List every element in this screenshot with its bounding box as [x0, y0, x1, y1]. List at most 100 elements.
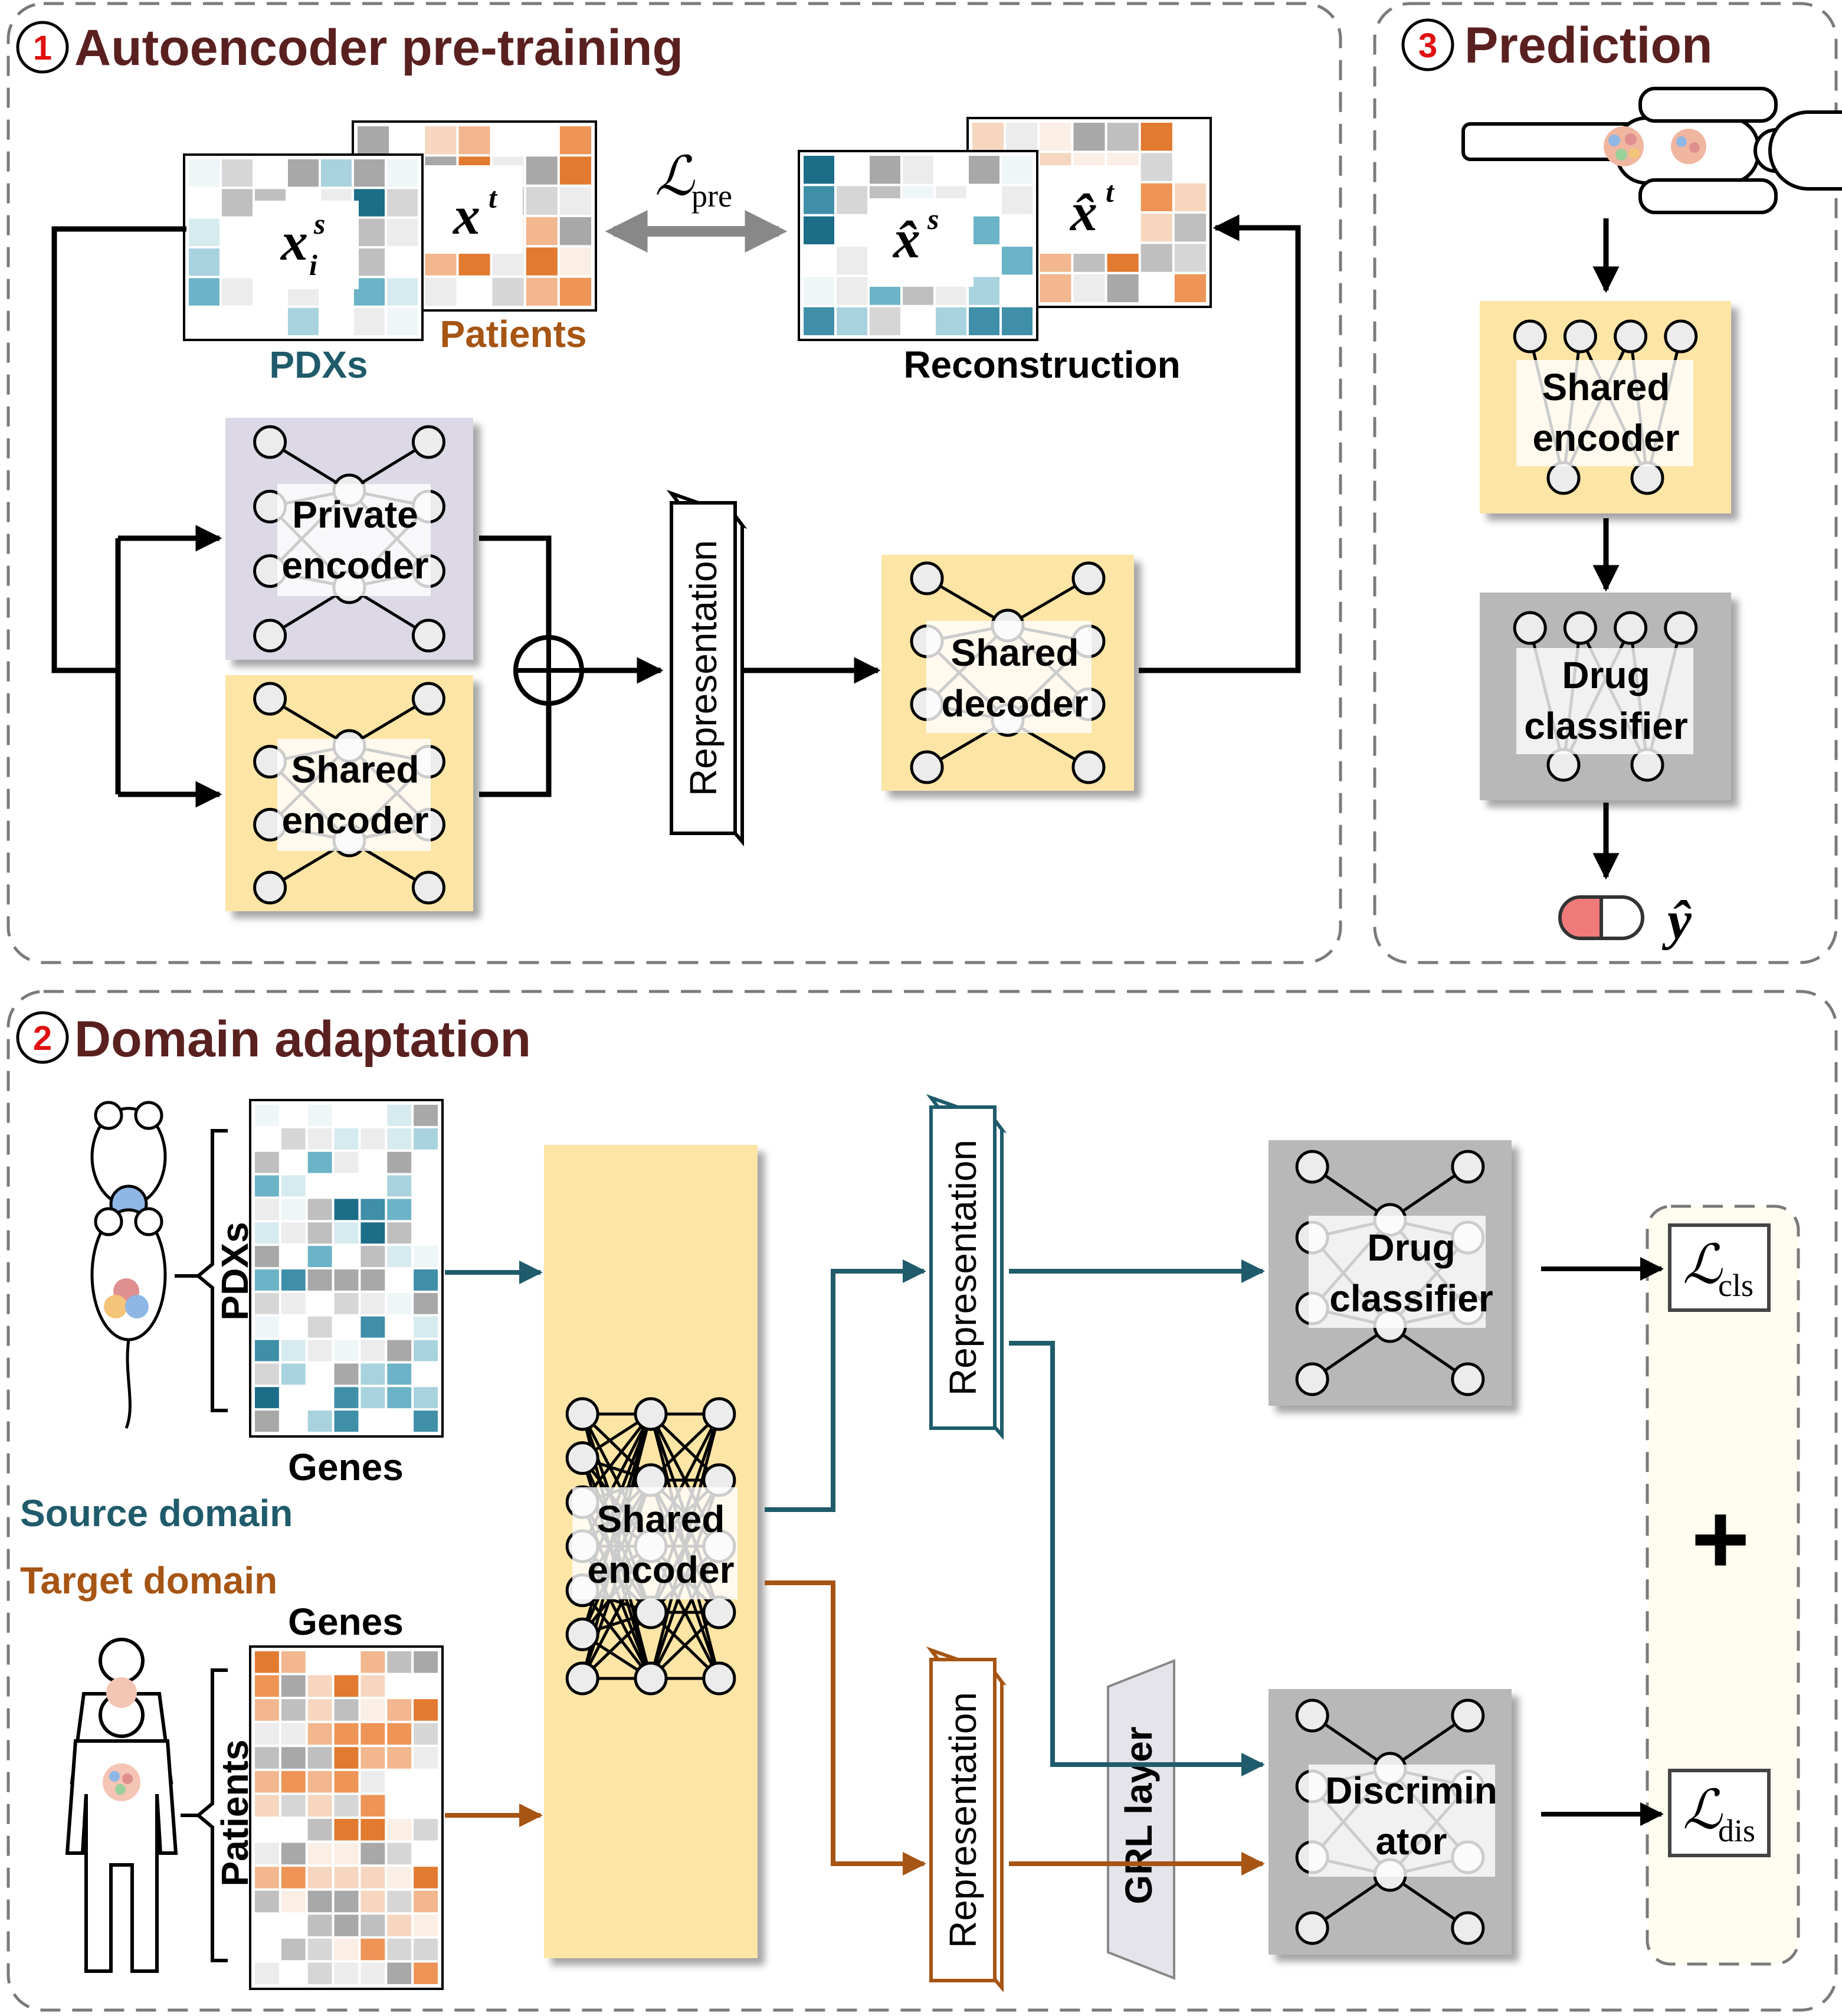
box-label-line2: classifier	[1524, 705, 1688, 747]
matrix-cell	[255, 1387, 279, 1409]
matrix-cell	[189, 307, 219, 335]
panel-prediction-title: 3 Prediction	[1401, 17, 1713, 74]
box-label-line1: Shared	[597, 1498, 725, 1540]
matrix-cell	[1002, 277, 1033, 305]
matrix-cell	[354, 307, 385, 335]
discriminator-box: Discrimin ator	[1269, 1689, 1512, 1955]
matrix-cell	[387, 1842, 412, 1865]
matrix-cell	[1040, 123, 1071, 151]
matrix-cell	[414, 1747, 438, 1769]
matrix-cell	[255, 1842, 279, 1865]
box-label-line1: Discrimin	[1325, 1769, 1497, 1812]
nn-node	[1295, 1911, 1329, 1945]
matrix-cell	[354, 248, 385, 276]
matrix-cell	[255, 1105, 279, 1126]
nn-node	[1451, 1698, 1485, 1733]
matrix-cell	[1174, 183, 1206, 211]
matrix-cell	[281, 1269, 306, 1291]
representation-label: Representation	[682, 540, 725, 796]
matrix-cell	[307, 1199, 332, 1220]
pdx-brace	[175, 1129, 228, 1412]
matrix-cell	[387, 1316, 412, 1338]
matrix-cell	[360, 1962, 385, 1984]
matrix-cell	[526, 247, 558, 276]
matrix-cell	[1006, 123, 1038, 151]
nn-node	[1546, 461, 1581, 495]
matrix-cell	[307, 1292, 332, 1314]
matrix-cell	[281, 1199, 306, 1220]
svg-text:x̂: x̂	[1069, 182, 1097, 242]
matrix-cell	[414, 1723, 438, 1745]
matrix-cell	[334, 1770, 359, 1793]
matrix-cell	[387, 1105, 412, 1126]
svg-text:pre: pre	[691, 178, 732, 214]
matrix-cell	[414, 1795, 438, 1817]
matrix-cell	[360, 1938, 385, 1961]
matrix-cell	[414, 1914, 438, 1936]
matrix-cell	[414, 1151, 438, 1173]
matrix-cell	[458, 277, 490, 306]
matrix-cell	[1002, 156, 1033, 184]
box-label-line1: Shared	[1542, 366, 1670, 408]
matrix-cell	[387, 1292, 412, 1314]
box-label-line1: Private	[292, 493, 418, 536]
matrix-cell	[281, 1675, 306, 1697]
matrix-cell	[334, 1410, 359, 1432]
matrix-cell	[969, 156, 999, 184]
nn-node	[1513, 611, 1547, 645]
matrix-cell	[334, 1699, 359, 1721]
matrix-cell	[321, 159, 352, 187]
nn-node	[1451, 1150, 1485, 1184]
matrix-cell	[189, 159, 219, 187]
matrix-cell	[414, 1340, 438, 1362]
matrix-cell	[281, 1770, 306, 1793]
matrix-cell	[334, 1914, 359, 1936]
source-domain-label: Source domain	[20, 1492, 293, 1534]
nn-node	[1630, 461, 1664, 495]
matrix-cell	[387, 1675, 412, 1697]
svg-text:t: t	[1106, 175, 1115, 208]
recon-pdx-matrix	[798, 150, 1038, 341]
matrix-cell	[837, 216, 867, 244]
matrix-cell	[414, 1867, 438, 1889]
matrix-cell	[189, 218, 219, 246]
matrix-cell	[189, 278, 219, 306]
source-input-symbol: x s i	[280, 207, 325, 282]
matrix-cell	[354, 218, 385, 246]
matrix-cell	[307, 1269, 332, 1291]
matrix-cell	[334, 1938, 359, 1961]
matrix-cell	[414, 1962, 438, 1984]
matrix-cell	[307, 1651, 332, 1673]
matrix-cell	[255, 1795, 279, 1817]
matrix-cell	[334, 1795, 359, 1817]
svg-text:t: t	[489, 181, 498, 214]
matrix-cell	[354, 189, 385, 217]
nn-node	[565, 1397, 599, 1431]
matrix-cell	[526, 126, 558, 155]
matrix-cell	[255, 1222, 279, 1244]
matrix-cell	[255, 1316, 279, 1338]
matrix-cell	[837, 186, 867, 214]
prediction-output-symbol: ŷ	[1661, 890, 1692, 950]
matrix-cell	[969, 307, 999, 335]
matrix-cell	[414, 1269, 438, 1291]
matrix-cell	[414, 1387, 438, 1409]
matrix-cell	[307, 1340, 332, 1362]
matrix-cell	[414, 1199, 438, 1220]
source-representation-bar: Representation	[926, 1094, 1007, 1441]
nn-node	[565, 1441, 599, 1475]
matrix-cell	[360, 1387, 385, 1409]
matrix-cell	[360, 1675, 385, 1697]
matrix-cell	[255, 1770, 279, 1793]
matrix-cell	[360, 1867, 385, 1889]
matrix-cell	[360, 1363, 385, 1385]
matrix-cell	[360, 1770, 385, 1793]
matrix-cell	[360, 1222, 385, 1244]
matrix-cell	[222, 307, 253, 335]
matrix-cell	[391, 126, 423, 155]
matrix-cell	[526, 156, 558, 185]
matrix-cell	[288, 307, 319, 335]
matrix-cell	[307, 1128, 332, 1150]
matrix-cell	[1107, 274, 1139, 302]
loss-dis-sub: dis	[1718, 1813, 1755, 1848]
